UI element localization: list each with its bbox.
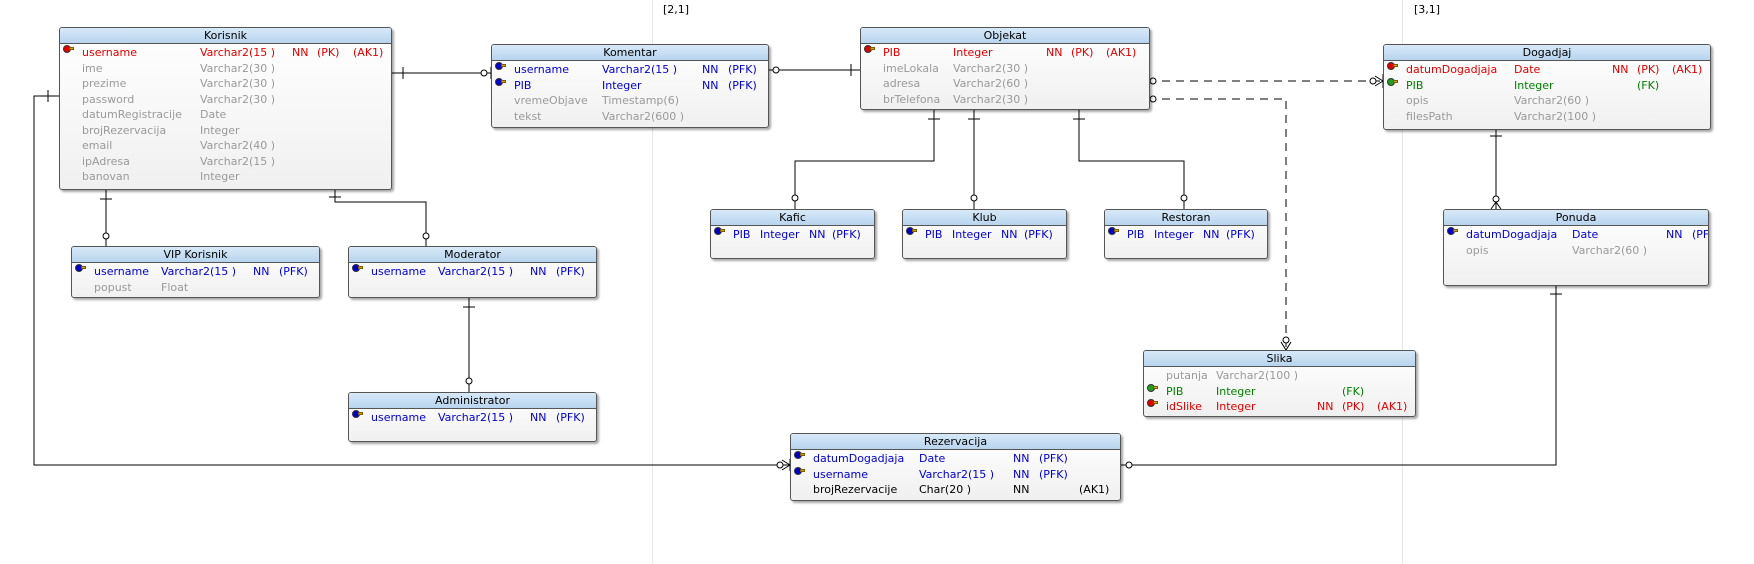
rel-objekat-komentar[interactable] bbox=[766, 64, 860, 76]
rel-objekat-slika[interactable] bbox=[1148, 95, 1292, 351]
primary-key-icon bbox=[63, 45, 74, 53]
foreign-key-icon bbox=[1387, 77, 1398, 86]
rel-korisnik-komentar[interactable] bbox=[390, 67, 492, 79]
entity-title: Kafic bbox=[711, 210, 874, 226]
entity-title: Slika bbox=[1144, 351, 1415, 367]
entity-title: Ponuda bbox=[1444, 210, 1708, 226]
entity-title: Moderator bbox=[349, 247, 596, 263]
foreign-primary-key-icon bbox=[794, 466, 805, 475]
rel-objekat-dogadjaj[interactable] bbox=[1148, 74, 1384, 88]
page-boundary-3-1 bbox=[1402, 0, 1403, 564]
rel-objekat-kafic[interactable] bbox=[791, 108, 940, 209]
primary-key-icon bbox=[1147, 399, 1158, 407]
entity-title: Administrator bbox=[349, 393, 596, 409]
primary-key-icon bbox=[864, 45, 875, 53]
foreign-primary-key-icon bbox=[1108, 227, 1119, 235]
entity-title: Objekat bbox=[861, 28, 1149, 44]
entity-title: VIP Korisnik bbox=[72, 247, 319, 263]
entity-title: Komentar bbox=[492, 45, 768, 61]
entity-title: Rezervacija bbox=[791, 434, 1120, 450]
entity-title: Korisnik bbox=[60, 28, 391, 44]
foreign-primary-key-icon bbox=[714, 227, 725, 235]
foreign-primary-key-icon bbox=[352, 410, 363, 418]
foreign-key-icon bbox=[1147, 383, 1158, 392]
rel-objekat-klub[interactable] bbox=[968, 108, 980, 209]
page-boundary-2-1 bbox=[652, 0, 653, 564]
primary-key-icon bbox=[1387, 62, 1398, 70]
rel-dogadjaj-ponuda[interactable] bbox=[1490, 128, 1502, 210]
entity-title: Restoran bbox=[1105, 210, 1267, 226]
foreign-primary-key-icon bbox=[906, 227, 917, 235]
rel-objekat-restoran[interactable] bbox=[1073, 108, 1188, 209]
rel-moderator-administrator[interactable] bbox=[463, 297, 475, 392]
rel-ponuda-rezervacija[interactable] bbox=[1119, 284, 1562, 469]
page-label-3-1: [3,1] bbox=[1414, 3, 1441, 16]
foreign-primary-key-icon bbox=[495, 62, 506, 70]
foreign-primary-key-icon bbox=[75, 264, 86, 272]
foreign-primary-key-icon bbox=[352, 264, 363, 272]
entity-title: Dogadjaj bbox=[1384, 45, 1710, 61]
foreign-primary-key-icon bbox=[1447, 227, 1458, 235]
foreign-primary-key-icon bbox=[794, 451, 805, 459]
rel-korisnik-vip[interactable] bbox=[100, 188, 112, 246]
entity-title: Klub bbox=[903, 210, 1066, 226]
foreign-primary-key-icon bbox=[495, 77, 506, 86]
rel-korisnik-moderator[interactable] bbox=[329, 188, 430, 246]
page-label-2-1: [2,1] bbox=[663, 3, 690, 16]
